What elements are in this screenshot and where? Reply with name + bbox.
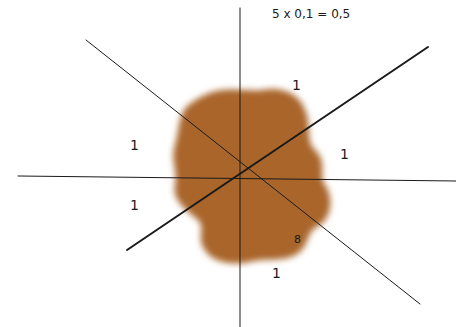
blob-number: 8	[294, 234, 301, 245]
sector-number: 1	[130, 138, 139, 152]
thick-diagonal-line	[127, 47, 428, 250]
sector-number: 1	[130, 198, 139, 212]
brown-blob	[173, 89, 330, 263]
vertical-line	[240, 8, 241, 327]
diagonal-line	[86, 40, 420, 304]
sector-number: 1	[340, 147, 349, 161]
equation-note: 5 x 0,1 = 0,5	[272, 8, 350, 20]
sector-number: 1	[272, 266, 281, 280]
sector-number: 1	[292, 78, 301, 92]
